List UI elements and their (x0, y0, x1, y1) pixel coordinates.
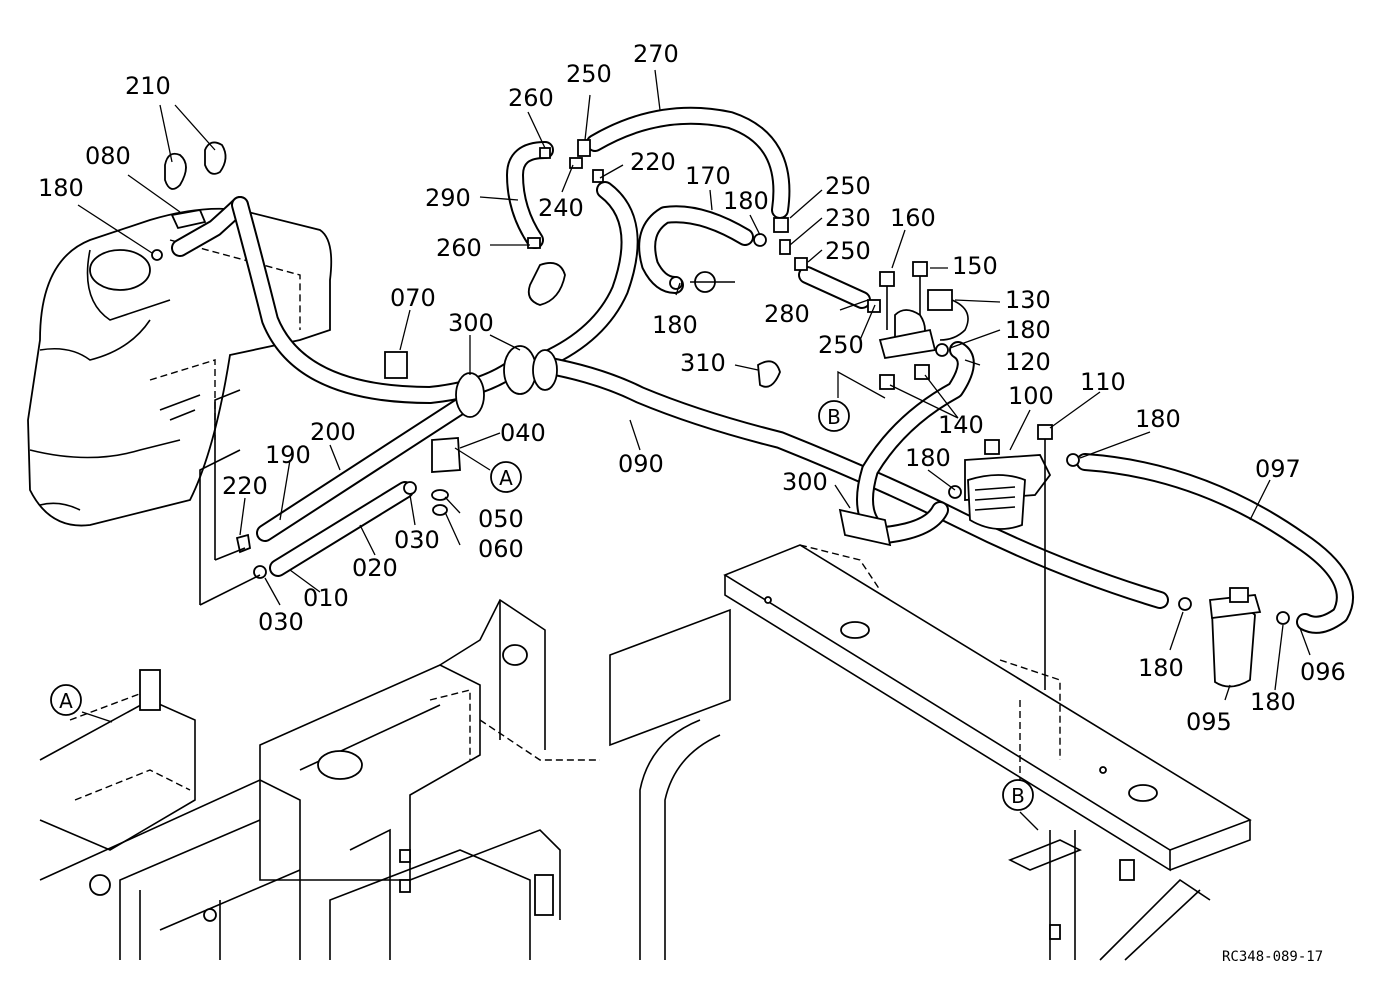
bracket-080 (170, 208, 207, 230)
part-label-090: 090 (618, 450, 664, 478)
part-label-270: 270 (633, 40, 679, 68)
part-label-280: 280 (764, 300, 810, 328)
callout-a-lower: A (59, 689, 73, 713)
part-label-220: 220 (630, 148, 676, 176)
part-label-180: 180 (652, 311, 698, 339)
part-label-290: 290 (425, 184, 471, 212)
clamp-210-left (164, 152, 187, 190)
part-label-250: 250 (825, 237, 871, 265)
part-label-160: 160 (890, 204, 936, 232)
callout-a-circle-lower (50, 684, 82, 716)
part-label-260: 260 (508, 84, 554, 112)
part-label-250: 250 (818, 331, 864, 359)
part-label-180: 180 (905, 444, 951, 472)
part-label-250: 250 (825, 172, 871, 200)
fittings (151, 139, 1290, 625)
part-label-060: 060 (478, 535, 524, 563)
part-label-180: 180 (38, 174, 84, 202)
part-label-010: 010 (303, 584, 349, 612)
part-label-080: 080 (85, 142, 131, 170)
part-label-250: 250 (566, 60, 612, 88)
part-label-180: 180 (1005, 316, 1051, 344)
part-label-180: 180 (1250, 688, 1296, 716)
part-label-140: 140 (938, 411, 984, 439)
drawing-code: RC348-089-17 (1222, 949, 1323, 965)
leader-lines (77, 69, 1311, 831)
fuel-filter-095 (1209, 587, 1262, 688)
part-label-110: 110 (1080, 368, 1126, 396)
part-label-030: 030 (394, 526, 440, 554)
part-label-030: 030 (258, 608, 304, 636)
part-label-260: 260 (436, 234, 482, 262)
part-label-310: 310 (680, 349, 726, 377)
clamp-300-lower (838, 508, 892, 547)
part-label-100: 100 (1008, 382, 1054, 410)
fuel-hoses (171, 106, 1354, 634)
part-label-150: 150 (952, 252, 998, 280)
part-label-120: 120 (1005, 348, 1051, 376)
callout-b-upper: B (827, 405, 841, 429)
callout-a-circle-upper (490, 461, 522, 493)
part-label-300: 300 (448, 309, 494, 337)
callout-b-circle-lower (1002, 779, 1034, 811)
part-label-180: 180 (1138, 654, 1184, 682)
part-label-170: 170 (685, 162, 731, 190)
part-label-097: 097 (1255, 455, 1301, 483)
clamp-300-upper (455, 345, 558, 418)
part-labels: 210 080 180 260 250 270 220 290 240 260 … (38, 40, 1346, 736)
part-label-220: 220 (222, 472, 268, 500)
clamp-210-right (204, 141, 227, 175)
part-label-070: 070 (390, 284, 436, 312)
part-label-096: 096 (1300, 658, 1346, 686)
part-label-200: 200 (310, 418, 356, 446)
part-label-040: 040 (500, 419, 546, 447)
part-label-180: 180 (1135, 405, 1181, 433)
reference-callouts: A B A B (50, 400, 1034, 811)
part-label-210: 210 (125, 72, 171, 100)
part-label-130: 130 (1005, 286, 1051, 314)
part-label-050: 050 (478, 505, 524, 533)
part-label-300: 300 (782, 468, 828, 496)
part-label-095: 095 (1186, 708, 1232, 736)
part-label-190: 190 (265, 441, 311, 469)
part-label-230: 230 (825, 204, 871, 232)
part-label-180: 180 (723, 187, 769, 215)
callout-b-lower: B (1011, 784, 1025, 808)
chassis-frame (39, 544, 1252, 961)
part-label-240: 240 (538, 194, 584, 222)
part-label-020: 020 (352, 554, 398, 582)
callout-a-upper: A (499, 466, 513, 490)
fuel-filter-100 (964, 439, 1052, 530)
callout-b-circle-upper (818, 400, 850, 432)
frame-bracket (139, 669, 161, 711)
